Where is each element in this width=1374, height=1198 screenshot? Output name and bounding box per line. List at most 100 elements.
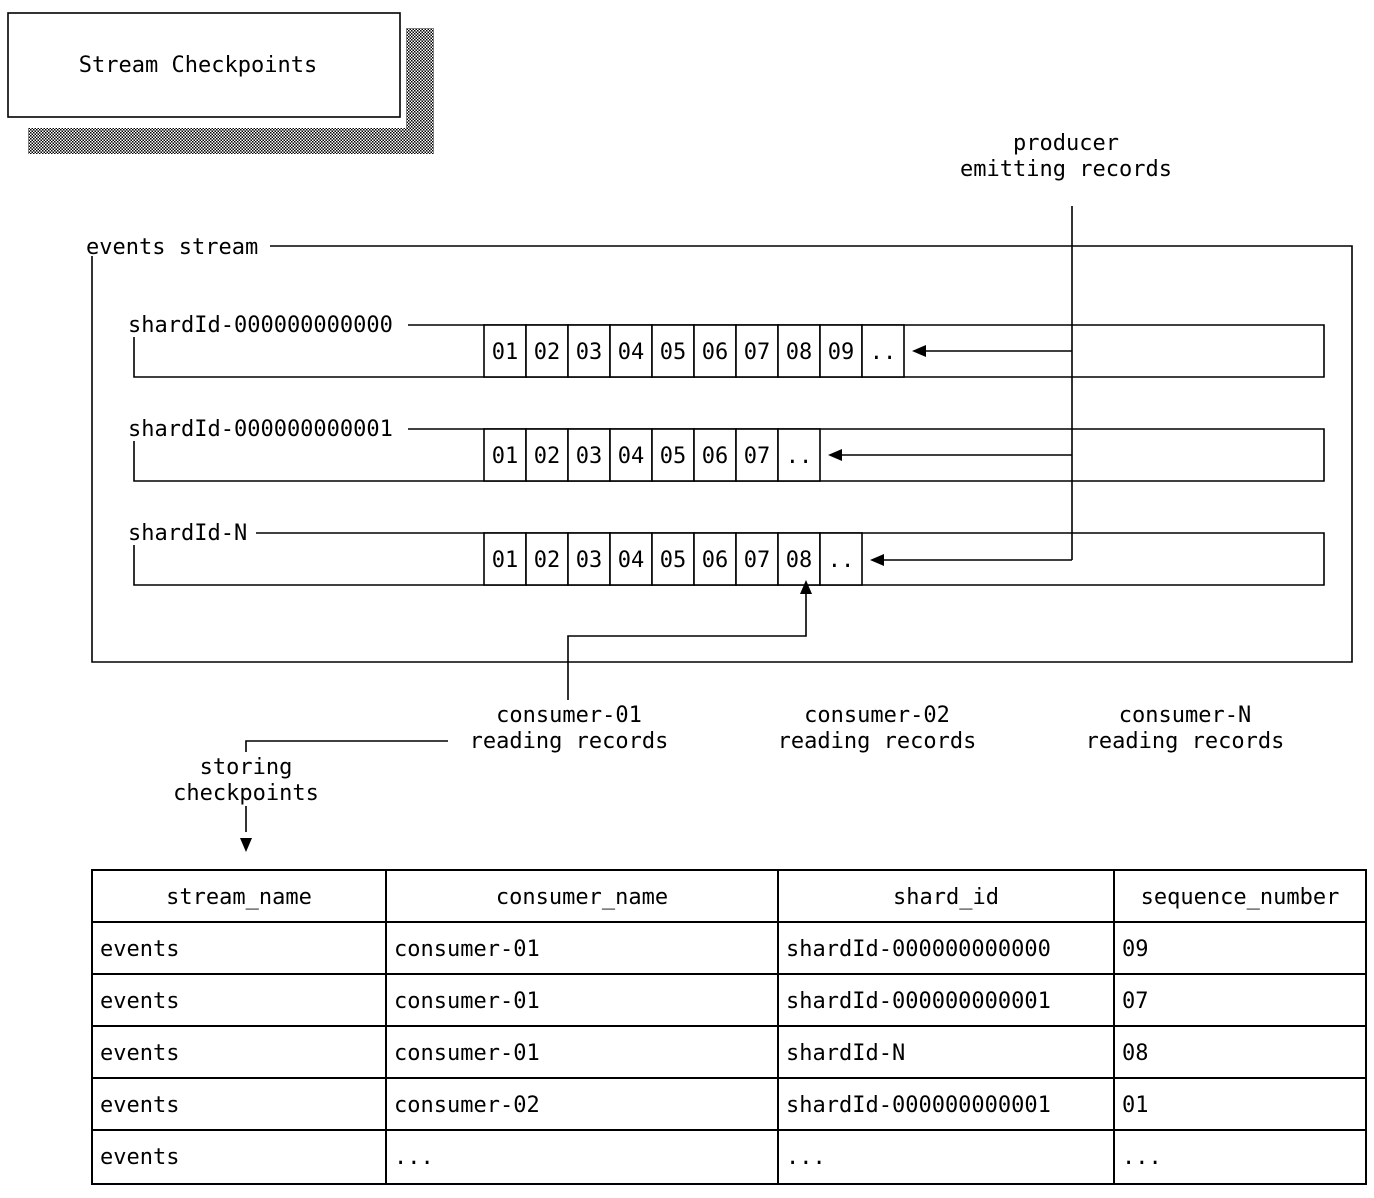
table-cell: ... (786, 1145, 826, 1170)
record-cell (609, 324, 653, 378)
record-cell (735, 428, 779, 482)
table-cell: consumer-01 (394, 937, 540, 962)
storing-arrowhead (240, 838, 252, 852)
table-cell: events (100, 1041, 179, 1066)
record-cell-label: 04 (618, 444, 645, 469)
shard-0-label: shardId-000000000000 (128, 313, 393, 338)
record-cell-label: 05 (660, 548, 687, 573)
table-cell: events (100, 1093, 179, 1118)
record-cell-label: 07 (744, 340, 771, 365)
record-cell-label: 07 (744, 444, 771, 469)
table-cell: consumer-01 (394, 1041, 540, 1066)
record-cell-label: 05 (660, 444, 687, 469)
shard-1-border (133, 428, 1325, 482)
record-cell-label: 01 (492, 340, 519, 365)
table-cell: consumer-02 (394, 1093, 540, 1118)
record-cell-label: 04 (618, 548, 645, 573)
record-cell (609, 428, 653, 482)
record-cell-label: 01 (492, 548, 519, 573)
diagram-title: Stream Checkpoints (79, 53, 317, 78)
record-cell-label: 05 (660, 340, 687, 365)
consumer-01-label-line1: consumer-01 (496, 703, 642, 728)
table-cell: 09 (1122, 937, 1149, 962)
table-cell: shardId-N (786, 1041, 905, 1066)
record-cell-label: .. (786, 444, 813, 469)
consumer-01-label-line2: reading records (470, 729, 669, 754)
record-cell (777, 428, 821, 482)
storing-connector-line (245, 740, 448, 752)
shard-0-border (133, 324, 1325, 378)
record-cell-label: .. (828, 548, 855, 573)
producer-to-shard-0-arrowhead (912, 345, 926, 357)
record-cell-label: 08 (786, 340, 813, 365)
table-cell: shardId-000000000001 (786, 989, 1051, 1014)
record-cell-label: 02 (534, 340, 561, 365)
record-cell (735, 532, 779, 586)
shard-n-border (133, 532, 1325, 586)
table-cell: events (100, 1145, 179, 1170)
shard-1-label: shardId-000000000001 (128, 417, 393, 442)
record-cell (693, 324, 737, 378)
table-cell: 07 (1122, 989, 1149, 1014)
table-cell: shardId-000000000000 (786, 937, 1051, 962)
producer-to-shard-n-arrowhead (870, 554, 884, 566)
table-cell: ... (1122, 1145, 1162, 1170)
title-box: Stream Checkpoints (7, 12, 434, 154)
record-cell (819, 324, 863, 378)
record-cell (819, 532, 863, 586)
events-stream-container: events stream (86, 235, 1353, 663)
record-cell (693, 428, 737, 482)
record-cell (651, 324, 695, 378)
storing-checkpoints-arrow (240, 740, 448, 852)
record-cell (777, 532, 821, 586)
record-cell (735, 324, 779, 378)
table-cell: events (100, 989, 179, 1014)
table-header-cell: shard_id (893, 885, 999, 910)
record-cell (483, 532, 527, 586)
record-cell (567, 324, 611, 378)
record-cell-label: 06 (702, 340, 729, 365)
record-cell-label: 03 (576, 548, 603, 573)
record-cell (525, 324, 569, 378)
storing-label-line2: checkpoints (173, 781, 319, 806)
table-cell: 08 (1122, 1041, 1149, 1066)
record-cell-label: 03 (576, 444, 603, 469)
record-cell-label: 02 (534, 444, 561, 469)
producer-to-shard-1-arrowhead (828, 449, 842, 461)
record-cell-label: 06 (702, 548, 729, 573)
consumer-01-read-arrowhead (800, 580, 812, 594)
record-cell (567, 428, 611, 482)
title-frame (7, 12, 401, 118)
table-cell: 01 (1122, 1093, 1149, 1118)
consumer-n-label-line1: consumer-N (1119, 703, 1251, 728)
shard-n-label: shardId-N (128, 521, 247, 546)
table-header-cell: sequence_number (1141, 885, 1340, 910)
record-cell-label: 06 (702, 444, 729, 469)
record-cell-label: .. (870, 340, 897, 365)
record-cell-label: 07 (744, 548, 771, 573)
producer-arrows (828, 206, 1073, 566)
table-cell: events (100, 937, 179, 962)
record-cell (651, 428, 695, 482)
table-cell: shardId-000000000001 (786, 1093, 1051, 1118)
events-stream-label: events stream (86, 235, 258, 260)
consumer-01-read-arrow (567, 580, 812, 700)
record-cell (525, 532, 569, 586)
producer-label-line1: producer (1013, 131, 1119, 156)
record-cell (483, 324, 527, 378)
record-cell (777, 324, 821, 378)
table-header-cell: stream_name (166, 885, 312, 910)
storing-label-line1: storing (200, 755, 293, 780)
producer-label-line2: emitting records (960, 157, 1172, 182)
record-cell-label: 04 (618, 340, 645, 365)
record-cell (861, 324, 905, 378)
record-cell (651, 532, 695, 586)
consumer-02-label-line1: consumer-02 (804, 703, 950, 728)
events-stream-border (91, 245, 1353, 663)
table-cell: consumer-01 (394, 989, 540, 1014)
